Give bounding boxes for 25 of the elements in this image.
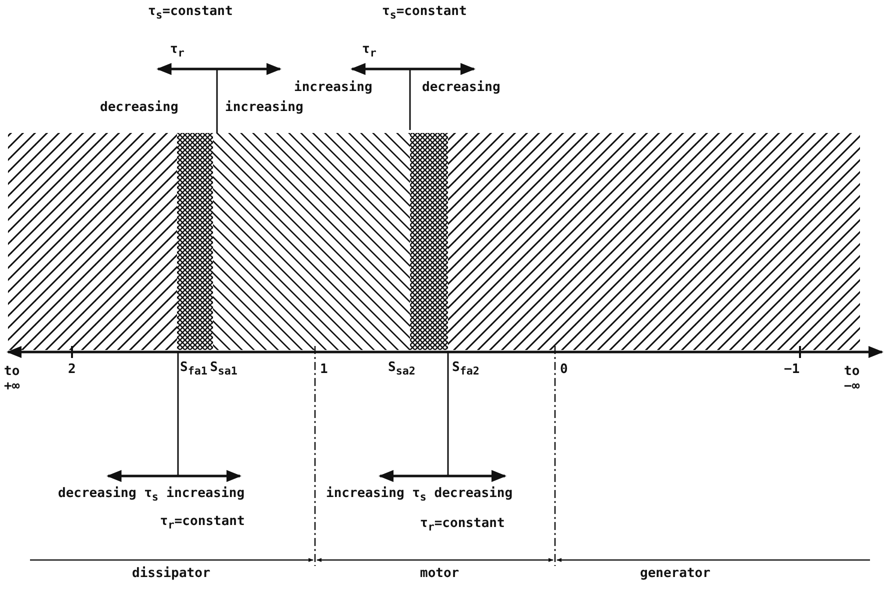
tick-label: 2 — [68, 362, 76, 378]
direction-label: decreasing — [422, 80, 500, 96]
torque-label: τ$_{r}$=constant — [420, 516, 505, 536]
slip-label: S$_{fa2}$ — [452, 360, 480, 380]
direction-label: increasing τ$_{s}$ decreasing — [326, 486, 513, 506]
torque-label: τ$_{r}$=constant — [160, 514, 245, 534]
region-label: dissipator — [132, 566, 210, 582]
tick-label: −1 — [784, 362, 800, 378]
direction-label: increasing — [225, 100, 304, 116]
axis-label: to +∞ — [4, 364, 21, 394]
slip-label: S$_{sa1}$ — [210, 360, 238, 380]
torque-label: τ$_{r}$ — [170, 42, 184, 62]
region-label: generator — [640, 566, 710, 582]
axis-label: to −∞ — [844, 364, 861, 394]
torque-label: τ$_{s}$=constant — [148, 4, 233, 24]
direction-label: increasing — [294, 80, 372, 96]
region-label: motor — [420, 566, 460, 582]
slip-label: S$_{sa2}$ — [388, 360, 416, 380]
direction-label: decreasing — [100, 100, 178, 116]
tick-label: 1 — [320, 362, 328, 378]
direction-label: decreasing τ$_{s}$ increasing — [58, 486, 245, 506]
torque-label: τ$_{s}$=constant — [382, 4, 467, 24]
torque-label: τ$_{r}$ — [362, 42, 376, 62]
tick-label: 0 — [560, 362, 568, 378]
slip-label: S$_{fa1}$ — [180, 360, 208, 380]
